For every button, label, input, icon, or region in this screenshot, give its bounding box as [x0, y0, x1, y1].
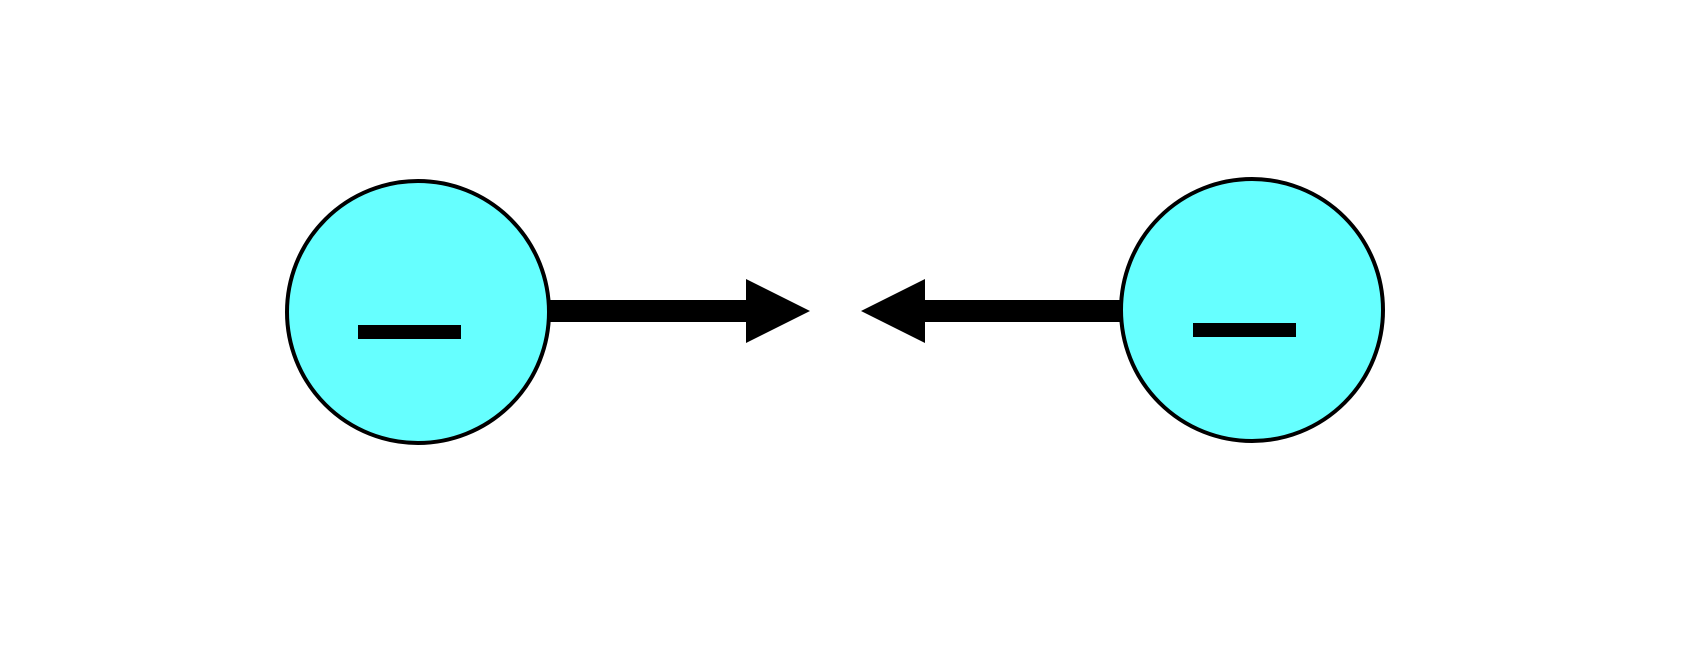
right-force-arrow — [861, 279, 1122, 343]
right-negative-charge — [1119, 177, 1385, 443]
right-charge-circle — [1119, 177, 1385, 443]
right-arrow-head-icon — [861, 279, 925, 343]
left-force-arrow — [549, 279, 810, 343]
left-arrow-head-icon — [746, 279, 810, 343]
left-charge-circle — [285, 179, 551, 445]
left-negative-charge — [285, 179, 551, 445]
left-minus-sign-icon — [358, 325, 461, 339]
right-minus-sign-icon — [1193, 323, 1296, 337]
left-arrow-shaft — [549, 300, 746, 322]
right-arrow-shaft — [925, 300, 1122, 322]
